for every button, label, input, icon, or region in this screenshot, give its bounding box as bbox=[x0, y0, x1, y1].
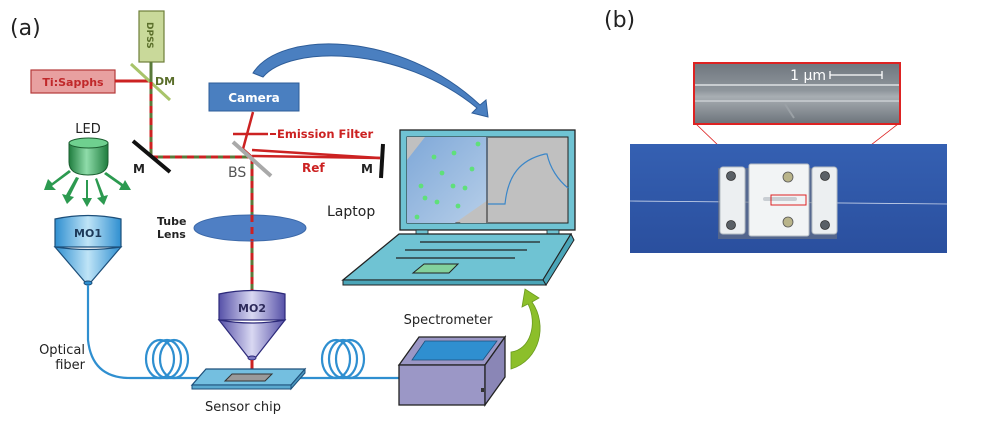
laptop bbox=[341, 129, 576, 286]
led-label: LED bbox=[75, 122, 100, 137]
emission-filter-label: Emission Filter bbox=[277, 127, 374, 141]
fluorescent-spots bbox=[414, 141, 481, 220]
mirror-left bbox=[131, 139, 172, 174]
spectrometer-label: Spectrometer bbox=[404, 313, 494, 328]
tube-lens bbox=[193, 214, 307, 242]
ti-sapphire-laser: Ti:Sapphs bbox=[30, 69, 116, 94]
beam-splitter bbox=[231, 140, 273, 178]
microscope-objective-mo2: MO2 bbox=[217, 289, 287, 361]
ref-label: Ref bbox=[302, 161, 325, 175]
camera-label: Camera bbox=[228, 91, 280, 105]
laptop-label: Laptop bbox=[327, 204, 375, 220]
sem-image-inset: 1 μm bbox=[693, 62, 901, 125]
panel-b-label: (b) bbox=[604, 8, 635, 33]
mo2-label: MO2 bbox=[238, 302, 266, 315]
sensor-chip-label: Sensor chip bbox=[205, 400, 281, 415]
spectrometer bbox=[397, 334, 507, 408]
dm-label: DM bbox=[155, 75, 175, 88]
scale-bar-label: 1 μm bbox=[790, 68, 826, 84]
scale-bar bbox=[829, 71, 883, 79]
device-photo bbox=[629, 144, 948, 253]
led-light-arrows bbox=[44, 170, 131, 207]
combined-beam-path bbox=[149, 82, 254, 300]
optical-fiber-label-1: Optical bbox=[39, 343, 85, 358]
camera-to-laptop-arrow bbox=[252, 43, 489, 118]
dpss-label: DPSS bbox=[144, 22, 154, 49]
optical-fiber-label-2: fiber bbox=[55, 358, 85, 373]
mo1-label: MO1 bbox=[74, 227, 102, 240]
optical-fiber bbox=[86, 285, 410, 380]
sensor-chip bbox=[190, 367, 307, 391]
led: LED bbox=[68, 122, 109, 176]
mirror-right-label: M bbox=[361, 162, 373, 176]
mirror-left-label: M bbox=[133, 162, 145, 176]
microscope-objective-mo1: MO1 bbox=[53, 214, 123, 286]
ti-sapphs-label: Ti:Sapphs bbox=[42, 76, 104, 89]
camera: Camera bbox=[208, 82, 300, 112]
spectrometer-to-laptop-arrow bbox=[510, 288, 541, 370]
zoom-region-box bbox=[770, 194, 807, 206]
tube-lens-label-2: Lens bbox=[157, 228, 186, 241]
tube-lens-label-1: Tube bbox=[157, 215, 186, 228]
panel-a-label: (a) bbox=[10, 16, 41, 41]
bs-label: BS bbox=[228, 165, 246, 181]
dpss-laser: DPSS bbox=[138, 10, 165, 63]
mirror-right bbox=[379, 143, 385, 179]
